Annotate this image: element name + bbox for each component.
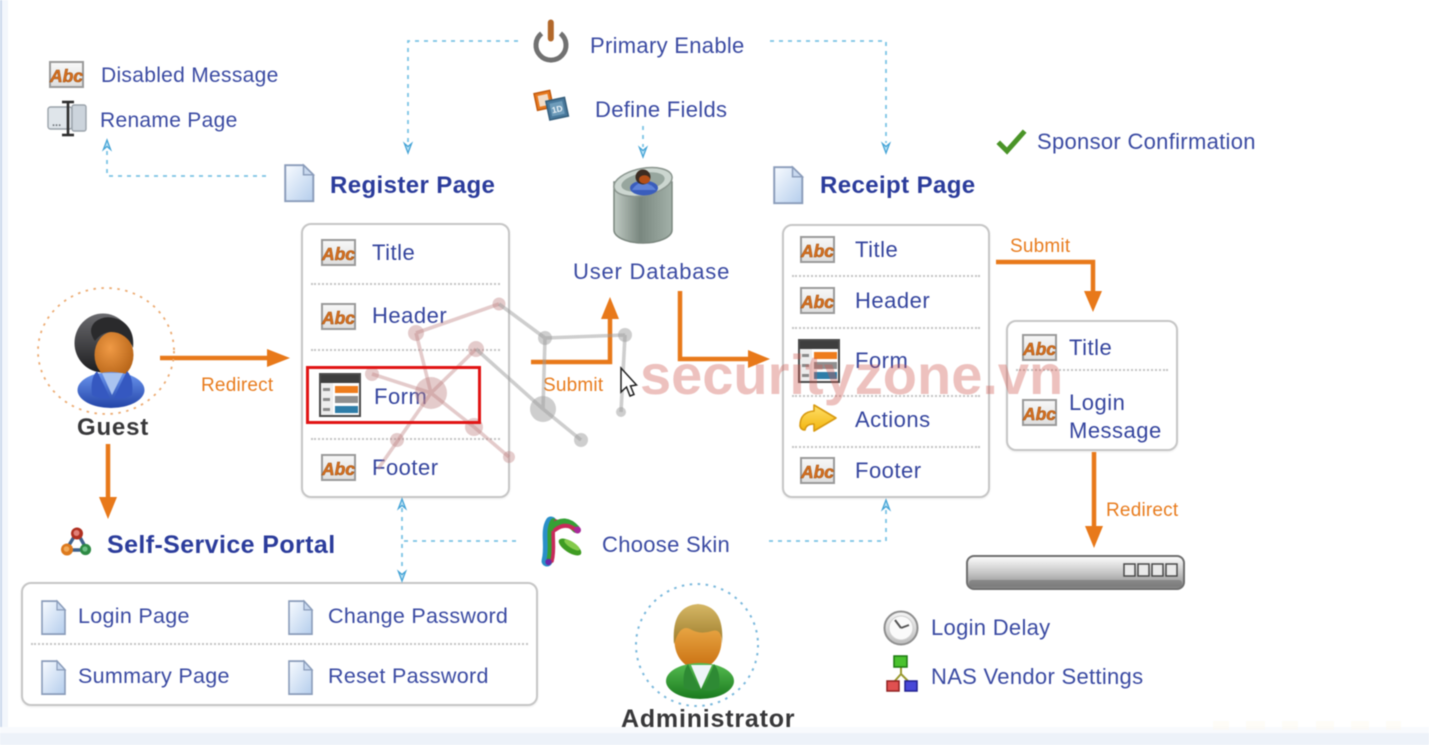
svg-text:1D: 1D: [551, 103, 564, 115]
svg-text:...: ...: [52, 117, 61, 129]
